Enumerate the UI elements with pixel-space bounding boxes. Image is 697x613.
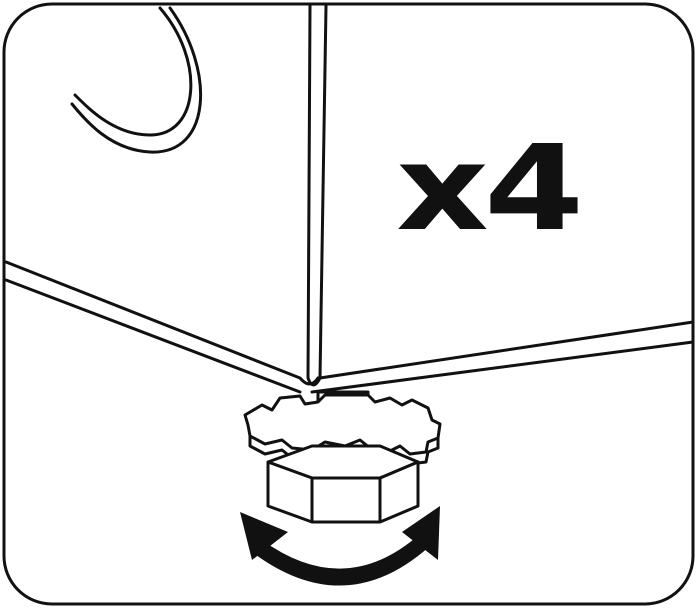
rotate-arrow-head-left <box>240 512 288 560</box>
cabinet-curve-inner <box>70 6 203 154</box>
cabinet-right-edge <box>318 320 695 380</box>
frame-border <box>2 2 695 606</box>
cabinet-right-edge-inner <box>310 340 695 394</box>
leveling-foot-icon <box>243 390 442 524</box>
appliance-cabinet-icon <box>4 4 695 394</box>
rotate-arrow-head-right <box>402 506 440 560</box>
cabinet-left-edge-inner <box>4 278 302 394</box>
cabinet-left-edge <box>4 260 320 386</box>
rotate-arrow-arc <box>252 534 430 586</box>
cabinet-curve-outer <box>73 6 193 137</box>
quantity-label: x4 <box>396 119 584 257</box>
rotate-arrow-icon <box>240 506 440 586</box>
